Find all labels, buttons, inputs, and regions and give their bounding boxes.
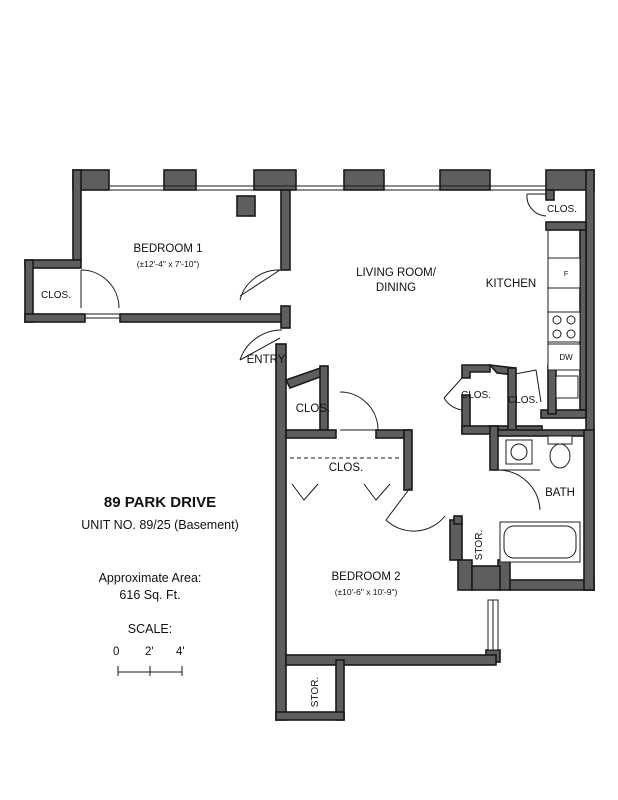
bath-label: BATH (545, 487, 575, 499)
address-title: 89 PARK DRIVE (103, 494, 217, 511)
bedroom2-label: BEDROOM 2 (331, 571, 400, 583)
bedroom2-dims: (±10'-6" x 10'-9") (335, 587, 398, 597)
scale-tick: 4' (176, 646, 185, 658)
dishwasher-label: DW (559, 353, 573, 362)
bedroom1-label: BEDROOM 1 (133, 243, 202, 255)
walls (24, 169, 595, 721)
living-label-2: DINING (376, 282, 416, 294)
bath-fixtures (499, 435, 581, 563)
entry-label: ENTRY (247, 354, 286, 366)
stove-icon (547, 311, 581, 343)
storage-label: STOR. (310, 677, 321, 707)
storage-label: STOR. (474, 530, 485, 560)
scale-bar (117, 666, 183, 676)
fridge-label: F (564, 271, 568, 278)
closet-label: CLOS. (547, 204, 577, 215)
toilet-icon (549, 443, 571, 469)
area-label: Approximate Area: (98, 571, 202, 585)
closet-label: CLOS. (461, 390, 491, 401)
bathtub-icon (499, 521, 581, 563)
kitchen-fixtures (547, 230, 581, 410)
scale-tick: 0 (113, 646, 120, 658)
toilet-tank-icon (547, 435, 573, 445)
room-labels: BEDROOM 1 (±12'-4" x 7'-10") LIVING ROOM… (41, 204, 577, 707)
living-label-1: LIVING ROOM/ (356, 267, 437, 279)
closet-label: CLOS. (508, 395, 538, 406)
scale-tick: 2' (145, 646, 154, 658)
scale-label: SCALE: (127, 622, 173, 636)
door-swings (80, 193, 547, 532)
area-value: 616 Sq. Ft. (119, 588, 181, 602)
kitchen-label: KITCHEN (486, 278, 536, 290)
closet-label: CLOS. (329, 462, 364, 474)
kitchen-sink-icon (555, 375, 579, 399)
closet-label: CLOS. (41, 290, 71, 301)
dishwasher-icon (547, 343, 581, 371)
bedroom1-dims: (±12'-4" x 7'-10") (137, 259, 200, 269)
closet-label: CLOS. (296, 403, 331, 415)
unit-number: UNIT NO. 89/25 (Basement) (81, 518, 239, 532)
